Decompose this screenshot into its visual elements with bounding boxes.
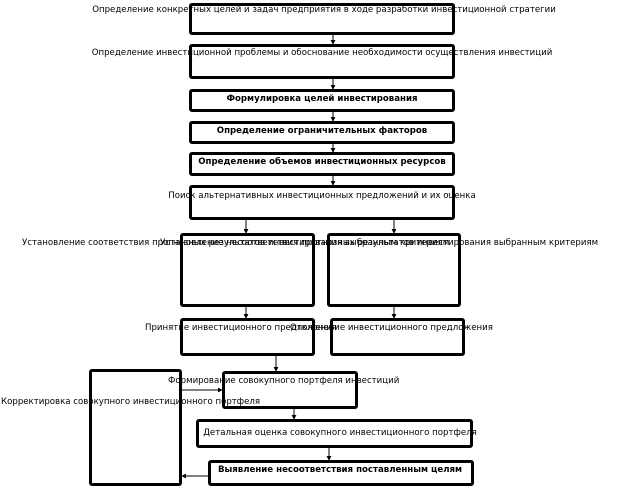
box-reject-proposal [330,318,465,356]
box-portfolio-formation [222,371,358,409]
box-noncompliance [327,233,461,307]
box-search-alternatives [189,185,455,220]
box-limiting-factors [189,121,455,144]
box-compliance [180,233,315,307]
box-accept-proposal [180,318,315,356]
label-portfolio-correction: Корректировка совокупного инвестиционног… [1,397,261,407]
label-mismatch-detection: Выявление несоответствия поставленным це… [217,465,463,475]
label-investment-problem: Определение инвестиционной проблемы и об… [91,48,553,58]
label-noncompliance: Установление несоответствия прогнозных р… [160,238,599,248]
box-investment-problem [189,44,455,79]
label-accept-proposal: Принятие инвестиционного предложения [145,323,337,333]
box-portfolio-correction [89,369,182,486]
label-portfolio-formation: Формирование совокупного портфеля инвест… [168,376,400,386]
label-formulate-goals: Формулировка целей инвестирования [226,94,418,104]
label-reject-proposal: Отклонение инвестиционного предложения [290,323,493,333]
label-limiting-factors: Определение ограничительных факторов [216,126,428,136]
label-detailed-evaluation: Детальная оценка совокупного инвестицион… [203,428,477,438]
label-resource-volume: Определение объемов инвестиционных ресур… [198,157,446,167]
box-resource-volume [189,152,455,176]
box-detailed-evaluation [196,419,473,448]
label-compliance: Установление соответствия прогнозных рез… [22,238,450,248]
box-formulate-goals [189,89,455,112]
label-search-alternatives: Поиск альтернативных инвестиционных пред… [168,191,476,201]
box-define-goals [189,3,455,35]
box-mismatch-detection [208,460,474,486]
label-define-goals: Определение конкретных целей и задач пре… [92,5,556,15]
